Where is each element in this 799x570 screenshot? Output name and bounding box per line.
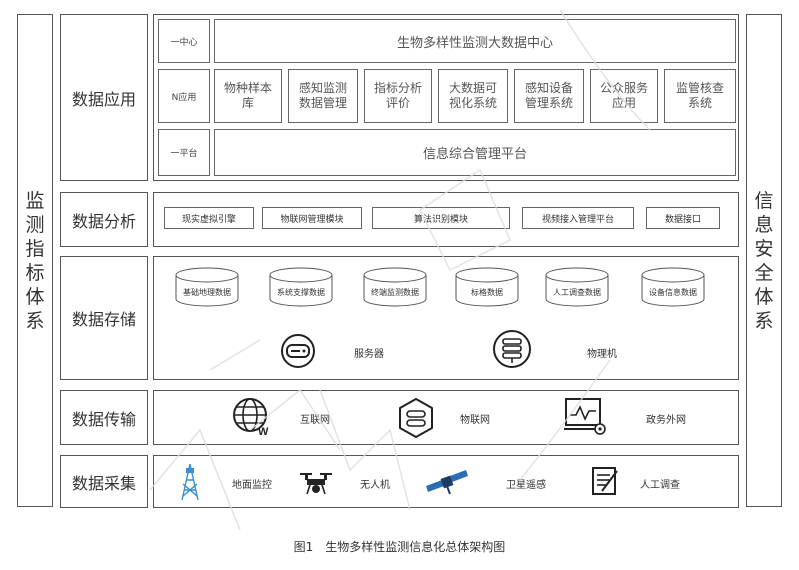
- transport-label: 政务外网: [646, 415, 686, 426]
- drone-icon: [300, 473, 332, 495]
- database-label: 人工调查数据: [553, 288, 601, 297]
- iot-icon: [399, 398, 433, 438]
- database-label: 设备信息数据: [649, 288, 697, 297]
- right-system-label: 信息安全体系: [754, 189, 774, 332]
- transport-panel: W 互联网 物联网 政务外网: [153, 390, 739, 445]
- left-system-bar: 监测指标体系: [17, 14, 53, 507]
- center-tag: 一中心: [158, 19, 210, 63]
- database-label: 系统支撑数据: [277, 288, 325, 297]
- app-box: 指标分析 评价: [364, 69, 432, 123]
- analysis-module: 算法识别模块: [372, 207, 510, 229]
- server-label: 服务器: [354, 349, 384, 360]
- satellite-icon: [426, 470, 468, 495]
- transport-label: 互联网: [300, 415, 330, 426]
- database-label: 终端监测数据: [371, 288, 419, 297]
- analysis-module: 数据接口: [646, 207, 720, 229]
- platform-box: 信息综合管理平台: [214, 129, 736, 176]
- left-system-label: 监测指标体系: [25, 189, 45, 332]
- collection-panel: 地面监控 无人机 卫星遥感 人工调查: [153, 455, 739, 508]
- app-panel: 一中心 生物多样性监测大数据中心 N应用 物种样本 库 感知监测 数据管理 指标…: [153, 14, 739, 181]
- collection-label: 无人机: [360, 480, 390, 491]
- collection-label: 卫星遥感: [506, 480, 546, 491]
- ground-monitor-tower-icon: [181, 463, 199, 501]
- physical-machine-label: 物理机: [587, 349, 617, 360]
- layer-label-transport: 数据传输: [60, 390, 148, 445]
- app-box: 感知设备 管理系统: [514, 69, 584, 123]
- collection-label: 人工调查: [640, 480, 680, 491]
- app-box: 物种样本 库: [214, 69, 282, 123]
- database-cylinder: 系统支撑数据: [268, 267, 334, 307]
- figure-caption: 图1 生物多样性监测信息化总体架构图: [293, 540, 506, 554]
- database-cylinder: 设备信息数据: [640, 267, 706, 307]
- database-cylinder: 终端监测数据: [362, 267, 428, 307]
- survey-document-icon: [592, 467, 618, 495]
- storage-panel: 基础地理数据 系统支撑数据 终端监测数据 标格数据 人工调查数据 设备信息数据 …: [153, 256, 739, 380]
- svg-text:W: W: [258, 426, 269, 438]
- app-box: 监管核查 系统: [664, 69, 736, 123]
- app-box: 公众服务 应用: [590, 69, 658, 123]
- globe-icon: W: [233, 398, 269, 438]
- database-label: 标格数据: [471, 288, 503, 297]
- collection-label: 地面监控: [232, 480, 272, 491]
- app-box: 感知监测 数据管理: [288, 69, 358, 123]
- database-cylinder: 标格数据: [454, 267, 520, 307]
- platform-tag: 一平台: [158, 129, 210, 176]
- analysis-module: 视频接入管理平台: [522, 207, 634, 229]
- layer-label-analysis: 数据分析: [60, 192, 148, 247]
- napp-tag: N应用: [158, 69, 210, 123]
- database-label: 基础地理数据: [183, 288, 231, 297]
- gov-network-icon: [564, 398, 606, 435]
- app-box: 大数据可 视化系统: [438, 69, 508, 123]
- database-cylinder: 基础地理数据: [174, 267, 240, 307]
- database-cylinder: 人工调查数据: [544, 267, 610, 307]
- analysis-module: 物联网管理模块: [262, 207, 362, 229]
- center-box: 生物多样性监测大数据中心: [214, 19, 736, 63]
- layer-label-storage: 数据存储: [60, 256, 148, 380]
- analysis-panel: 现实虚拟引擎 物联网管理模块 算法识别模块 视频接入管理平台 数据接口: [153, 192, 739, 247]
- layer-label-collection: 数据采集: [60, 455, 148, 508]
- physical-machine-icon: [493, 330, 531, 368]
- transport-label: 物联网: [460, 415, 490, 426]
- layer-label-app: 数据应用: [60, 14, 148, 181]
- right-system-bar: 信息安全体系: [746, 14, 782, 507]
- server-icon: [281, 334, 315, 368]
- analysis-module: 现实虚拟引擎: [164, 207, 254, 229]
